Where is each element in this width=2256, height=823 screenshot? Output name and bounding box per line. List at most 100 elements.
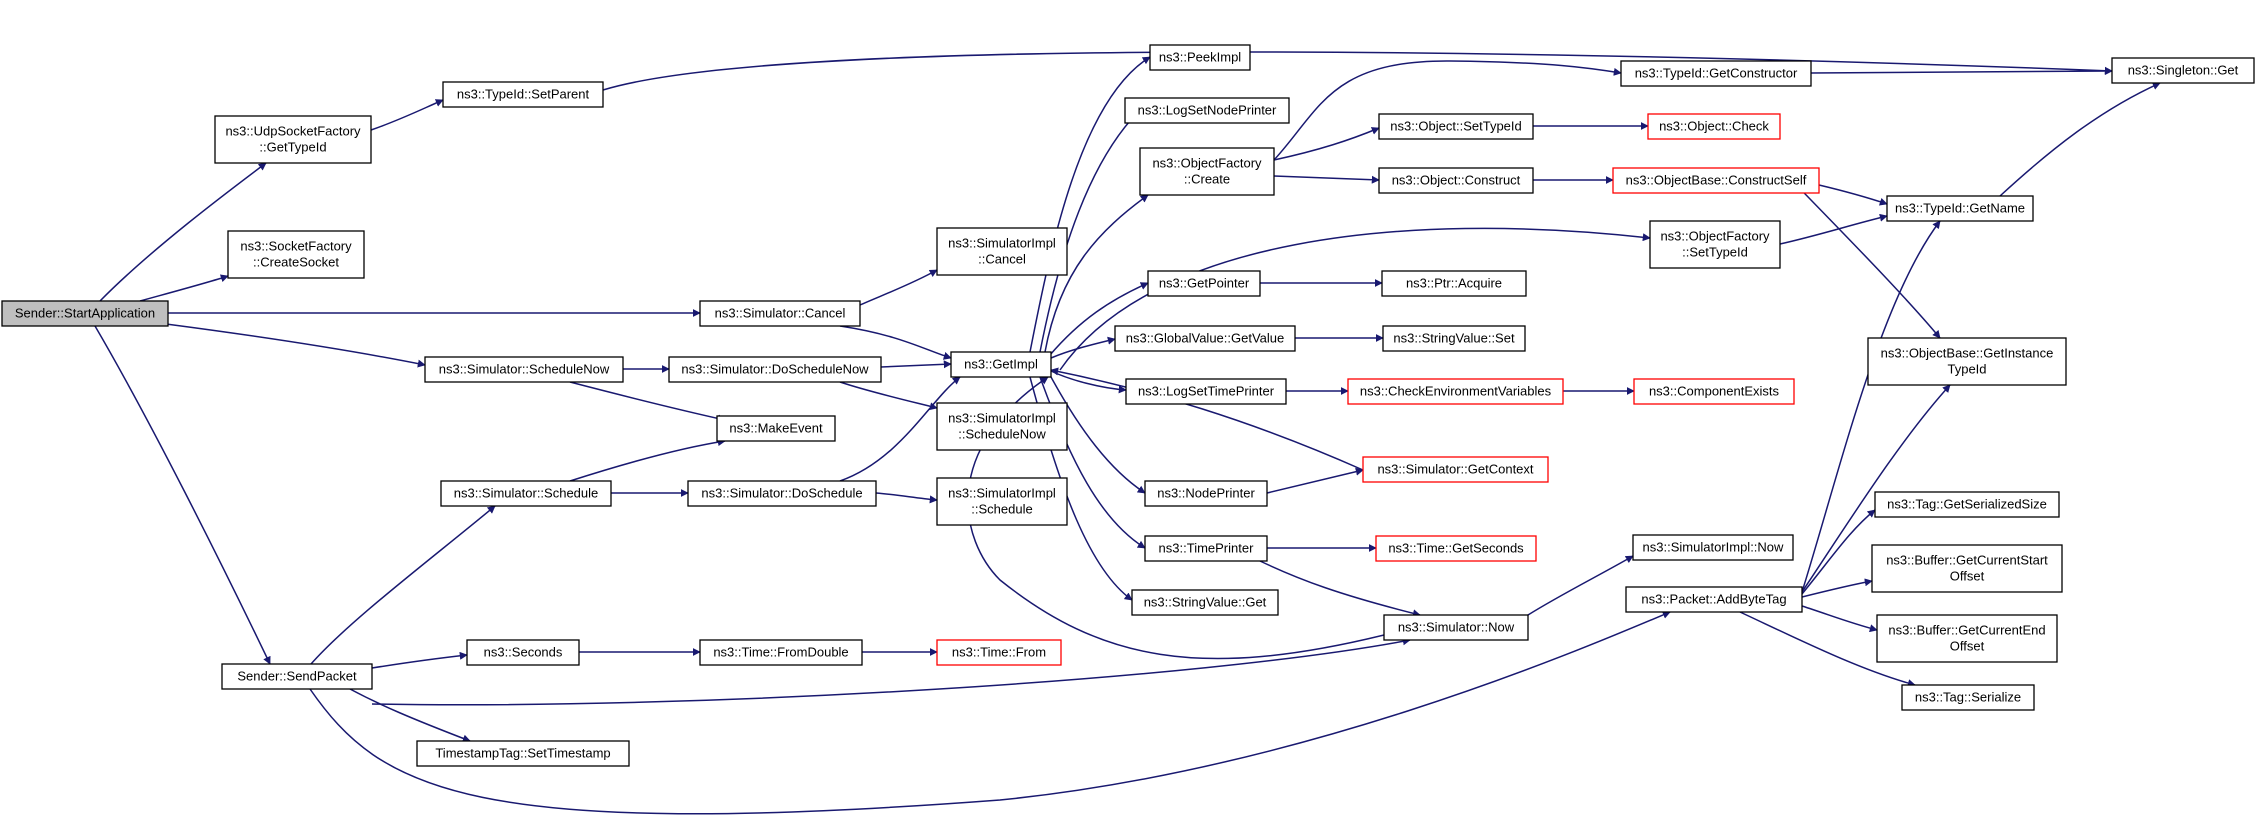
node-box bbox=[936, 639, 1062, 666]
node-label: ::Schedule bbox=[971, 502, 1032, 517]
call-edge-to-tidgetname bbox=[1801, 220, 1941, 593]
node-simnow[interactable]: ns3::Simulator::Now bbox=[1383, 614, 1529, 641]
node-gvgetvalue[interactable]: ns3::GlobalValue::GetValue bbox=[1114, 325, 1296, 352]
node-box bbox=[466, 639, 580, 666]
node-udpf[interactable]: ns3::UdpSocketFactory::GetTypeId bbox=[214, 115, 372, 164]
call-edge-to-getimpl bbox=[967, 376, 1385, 660]
node-svget[interactable]: ns3::StringValue::Get bbox=[1131, 589, 1279, 616]
node-label: ns3::Tag::Serialize bbox=[1915, 690, 2021, 705]
node-logsettime[interactable]: ns3::LogSetTimePrinter bbox=[1125, 378, 1287, 405]
node-label: ns3::Object::Check bbox=[1659, 119, 1769, 134]
node-setparent[interactable]: ns3::TypeId::SetParent bbox=[442, 81, 604, 108]
node-box bbox=[936, 477, 1068, 526]
node-label: Sender::SendPacket bbox=[237, 669, 357, 684]
node-checkenv[interactable]: ns3::CheckEnvironmentVariables bbox=[1347, 378, 1564, 405]
node-box bbox=[416, 740, 630, 767]
node-taggetsersize[interactable]: ns3::Tag::GetSerializedSize bbox=[1874, 491, 2060, 518]
node-sched[interactable]: ns3::Simulator::Schedule bbox=[440, 480, 612, 507]
node-label: ns3::SimulatorImpl bbox=[948, 236, 1056, 251]
node-dosched[interactable]: ns3::Simulator::DoSchedule bbox=[687, 480, 877, 507]
node-tidgetname[interactable]: ns3::TypeId::GetName bbox=[1886, 195, 2034, 222]
node-box bbox=[668, 356, 882, 383]
node-box bbox=[950, 351, 1052, 378]
node-timefrom[interactable]: ns3::Time::From bbox=[936, 639, 1062, 666]
call-edge-to-makeevent bbox=[569, 381, 726, 423]
node-box bbox=[1874, 491, 2060, 518]
call-edge-to-settimestamp bbox=[349, 688, 471, 743]
node-label: ns3::Buffer::GetCurrentStart bbox=[1886, 553, 2048, 568]
node-box bbox=[1383, 614, 1529, 641]
node-timeprinter[interactable]: ns3::TimePrinter bbox=[1144, 535, 1268, 562]
node-singletonget[interactable]: ns3::Singleton::Get bbox=[2111, 57, 2255, 84]
node-box bbox=[1144, 480, 1268, 507]
node-label: ns3::Ptr::Acquire bbox=[1406, 276, 1502, 291]
node-label: ns3::UdpSocketFactory bbox=[225, 124, 361, 139]
node-objfcreate[interactable]: ns3::ObjectFactory::Create bbox=[1139, 147, 1275, 196]
node-box bbox=[1649, 220, 1781, 269]
node-ptracquire[interactable]: ns3::Ptr::Acquire bbox=[1381, 270, 1527, 297]
node-peekimpl[interactable]: ns3::PeekImpl bbox=[1149, 44, 1251, 71]
node-schednow[interactable]: ns3::Simulator::ScheduleNow bbox=[424, 356, 624, 383]
node-label: ns3::NodePrinter bbox=[1157, 486, 1255, 501]
node-objcheck[interactable]: ns3::Object::Check bbox=[1647, 113, 1781, 140]
node-tagserialize[interactable]: ns3::Tag::Serialize bbox=[1901, 684, 2035, 711]
node-box bbox=[1124, 97, 1290, 124]
node-sockf[interactable]: ns3::SocketFactory::CreateSocket bbox=[227, 230, 365, 279]
node-settimestamp[interactable]: TimestampTag::SetTimestamp bbox=[416, 740, 630, 767]
call-edge-to-getinsttid bbox=[1801, 384, 1951, 593]
node-label: ns3::PeekImpl bbox=[1159, 50, 1241, 65]
node-label: ns3::ObjectFactory bbox=[1660, 229, 1770, 244]
node-simcancel[interactable]: ns3::Simulator::Cancel bbox=[699, 300, 861, 327]
node-seconds[interactable]: ns3::Seconds bbox=[466, 639, 580, 666]
node-simimplcancel[interactable]: ns3::SimulatorImpl::Cancel bbox=[936, 227, 1068, 276]
node-box bbox=[1139, 147, 1275, 196]
node-makeevent[interactable]: ns3::MakeEvent bbox=[716, 415, 836, 442]
node-label: ns3::ComponentExists bbox=[1649, 384, 1780, 399]
node-simimplsched[interactable]: ns3::SimulatorImpl::Schedule bbox=[936, 477, 1068, 526]
node-label: ns3::ObjectFactory bbox=[1152, 156, 1262, 171]
node-label: ns3::TypeId::GetConstructor bbox=[1635, 66, 1798, 81]
node-objbaseconstruct[interactable]: ns3::ObjectBase::ConstructSelf bbox=[1612, 167, 1820, 194]
node-label: ns3::Simulator::DoSchedule bbox=[701, 486, 862, 501]
node-label: TimestampTag::SetTimestamp bbox=[435, 746, 610, 761]
node-box bbox=[221, 663, 373, 690]
node-objconstruct[interactable]: ns3::Object::Construct bbox=[1378, 167, 1534, 194]
node-label: ns3::GlobalValue::GetValue bbox=[1126, 331, 1285, 346]
node-fromdouble[interactable]: ns3::Time::FromDouble bbox=[699, 639, 863, 666]
node-box bbox=[424, 356, 624, 383]
node-compexists[interactable]: ns3::ComponentExists bbox=[1633, 378, 1795, 405]
node-label: TypeId bbox=[1947, 362, 1986, 377]
node-objsettypeid[interactable]: ns3::Object::SetTypeId bbox=[1378, 113, 1534, 140]
node-sendpacket[interactable]: Sender::SendPacket bbox=[221, 663, 373, 690]
call-edge-to-tagserialize bbox=[1739, 611, 1916, 687]
node-start[interactable]: Sender::StartApplication bbox=[1, 300, 169, 327]
node-simgetctx[interactable]: ns3::Simulator::GetContext bbox=[1362, 456, 1549, 483]
node-objfsettypeid[interactable]: ns3::ObjectFactory::SetTypeId bbox=[1649, 220, 1781, 269]
node-box bbox=[1362, 456, 1549, 483]
node-simimplnow[interactable]: ns3::SimulatorImpl::Now bbox=[1632, 534, 1794, 561]
node-svset[interactable]: ns3::StringValue::Set bbox=[1382, 325, 1526, 352]
node-box bbox=[936, 402, 1068, 451]
node-timegetsec[interactable]: ns3::Time::GetSeconds bbox=[1375, 535, 1537, 562]
node-doschednow[interactable]: ns3::Simulator::DoScheduleNow bbox=[668, 356, 882, 383]
node-box bbox=[1876, 614, 2058, 663]
node-label: ns3::Time::GetSeconds bbox=[1388, 541, 1524, 556]
node-logsetnode[interactable]: ns3::LogSetNodePrinter bbox=[1124, 97, 1290, 124]
call-edge-to-schednow bbox=[165, 323, 426, 368]
node-box bbox=[699, 300, 861, 327]
node-getimpl[interactable]: ns3::GetImpl bbox=[950, 351, 1052, 378]
node-simimplschednow[interactable]: ns3::SimulatorImpl::ScheduleNow bbox=[936, 402, 1068, 451]
node-label: ns3::Seconds bbox=[484, 645, 563, 660]
node-getpointer[interactable]: ns3::GetPointer bbox=[1147, 270, 1261, 297]
call-edge-to-objsettypeid bbox=[1273, 127, 1380, 161]
node-nodeprinter[interactable]: ns3::NodePrinter bbox=[1144, 480, 1268, 507]
call-edge-to-bufcurstart bbox=[1801, 578, 1873, 598]
call-edge-to-tidgetctor bbox=[1273, 60, 1622, 161]
node-addbytetag[interactable]: ns3::Packet::AddByteTag bbox=[1625, 586, 1803, 613]
node-tidgetctor[interactable]: ns3::TypeId::GetConstructor bbox=[1620, 60, 1812, 87]
node-label: ::ScheduleNow bbox=[958, 427, 1046, 442]
node-label: ::CreateSocket bbox=[253, 255, 339, 270]
